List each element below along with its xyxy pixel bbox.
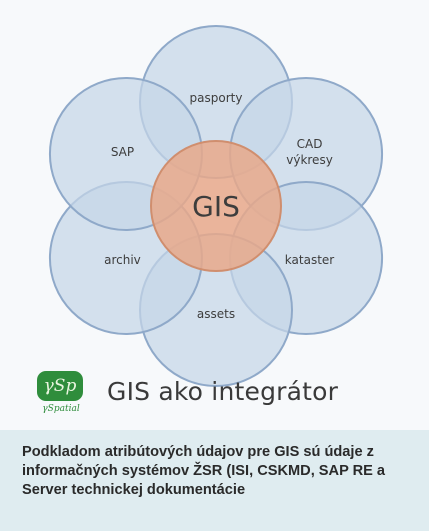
- petal-label-archiv: archiv: [104, 253, 141, 267]
- petal-label-cad-1: CAD: [297, 137, 323, 151]
- center-circle-gis: [150, 140, 282, 272]
- petal-label-sap: SAP: [111, 145, 134, 159]
- petal-label-pasporty: pasporty: [190, 91, 243, 105]
- logo-text: γSpatial: [42, 404, 80, 414]
- center-label: GIS: [192, 190, 240, 223]
- caption-box: Podkladom atribútových údajov pre GIS sú…: [0, 430, 429, 531]
- diagram-title: GIS ako integrátor: [107, 377, 339, 406]
- petal-label-cad-2: výkresy: [286, 153, 333, 167]
- petal-label-assets: assets: [197, 307, 235, 321]
- logo-badge: γSp: [37, 371, 83, 401]
- yspatial-logo: γSp γSpatial: [30, 371, 92, 417]
- caption-text: Podkladom atribútových údajov pre GIS sú…: [22, 444, 386, 498]
- petal-label-kataster: kataster: [285, 253, 334, 267]
